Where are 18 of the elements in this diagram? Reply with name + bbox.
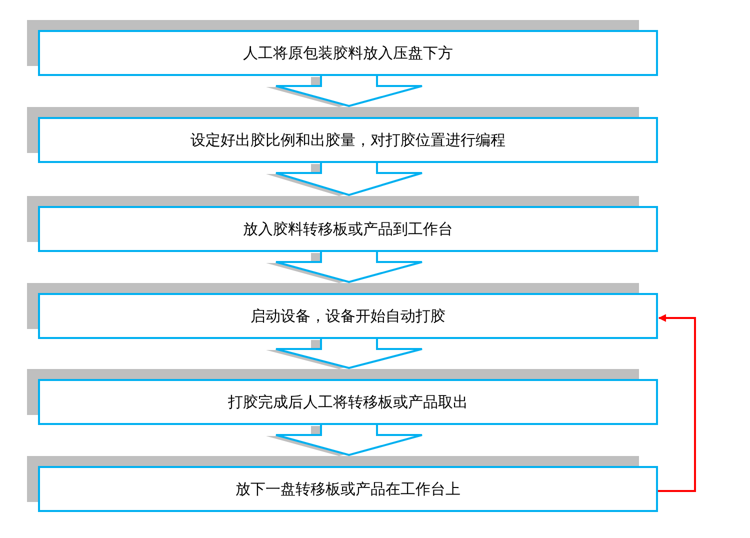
block-arrow	[266, 251, 423, 284]
process-box	[38, 379, 658, 425]
process-box	[38, 466, 658, 512]
block-arrow	[266, 75, 423, 108]
block-arrow	[266, 162, 423, 196]
step-text: 打胶完成后人工将转移板或产品取出	[228, 392, 468, 412]
step-text: 放入胶料转移板或产品到工作台	[243, 220, 453, 238]
process-box	[38, 206, 658, 252]
process-box	[38, 293, 658, 339]
process-box	[38, 30, 658, 76]
block-arrow	[266, 338, 423, 370]
process-box	[38, 117, 658, 163]
step-text: 设定好出胶比例和出胶量，对打胶位置进行编程	[190, 130, 506, 150]
step-text: 人工将原包装胶料放入压盘下方	[243, 44, 453, 62]
feedback-arrow	[658, 314, 696, 492]
block-arrow	[266, 424, 423, 456]
step-text: 启动设备，设备开始自动打胶	[250, 306, 446, 326]
step-text: 放下一盘转移板或产品在工作台上	[236, 480, 460, 498]
